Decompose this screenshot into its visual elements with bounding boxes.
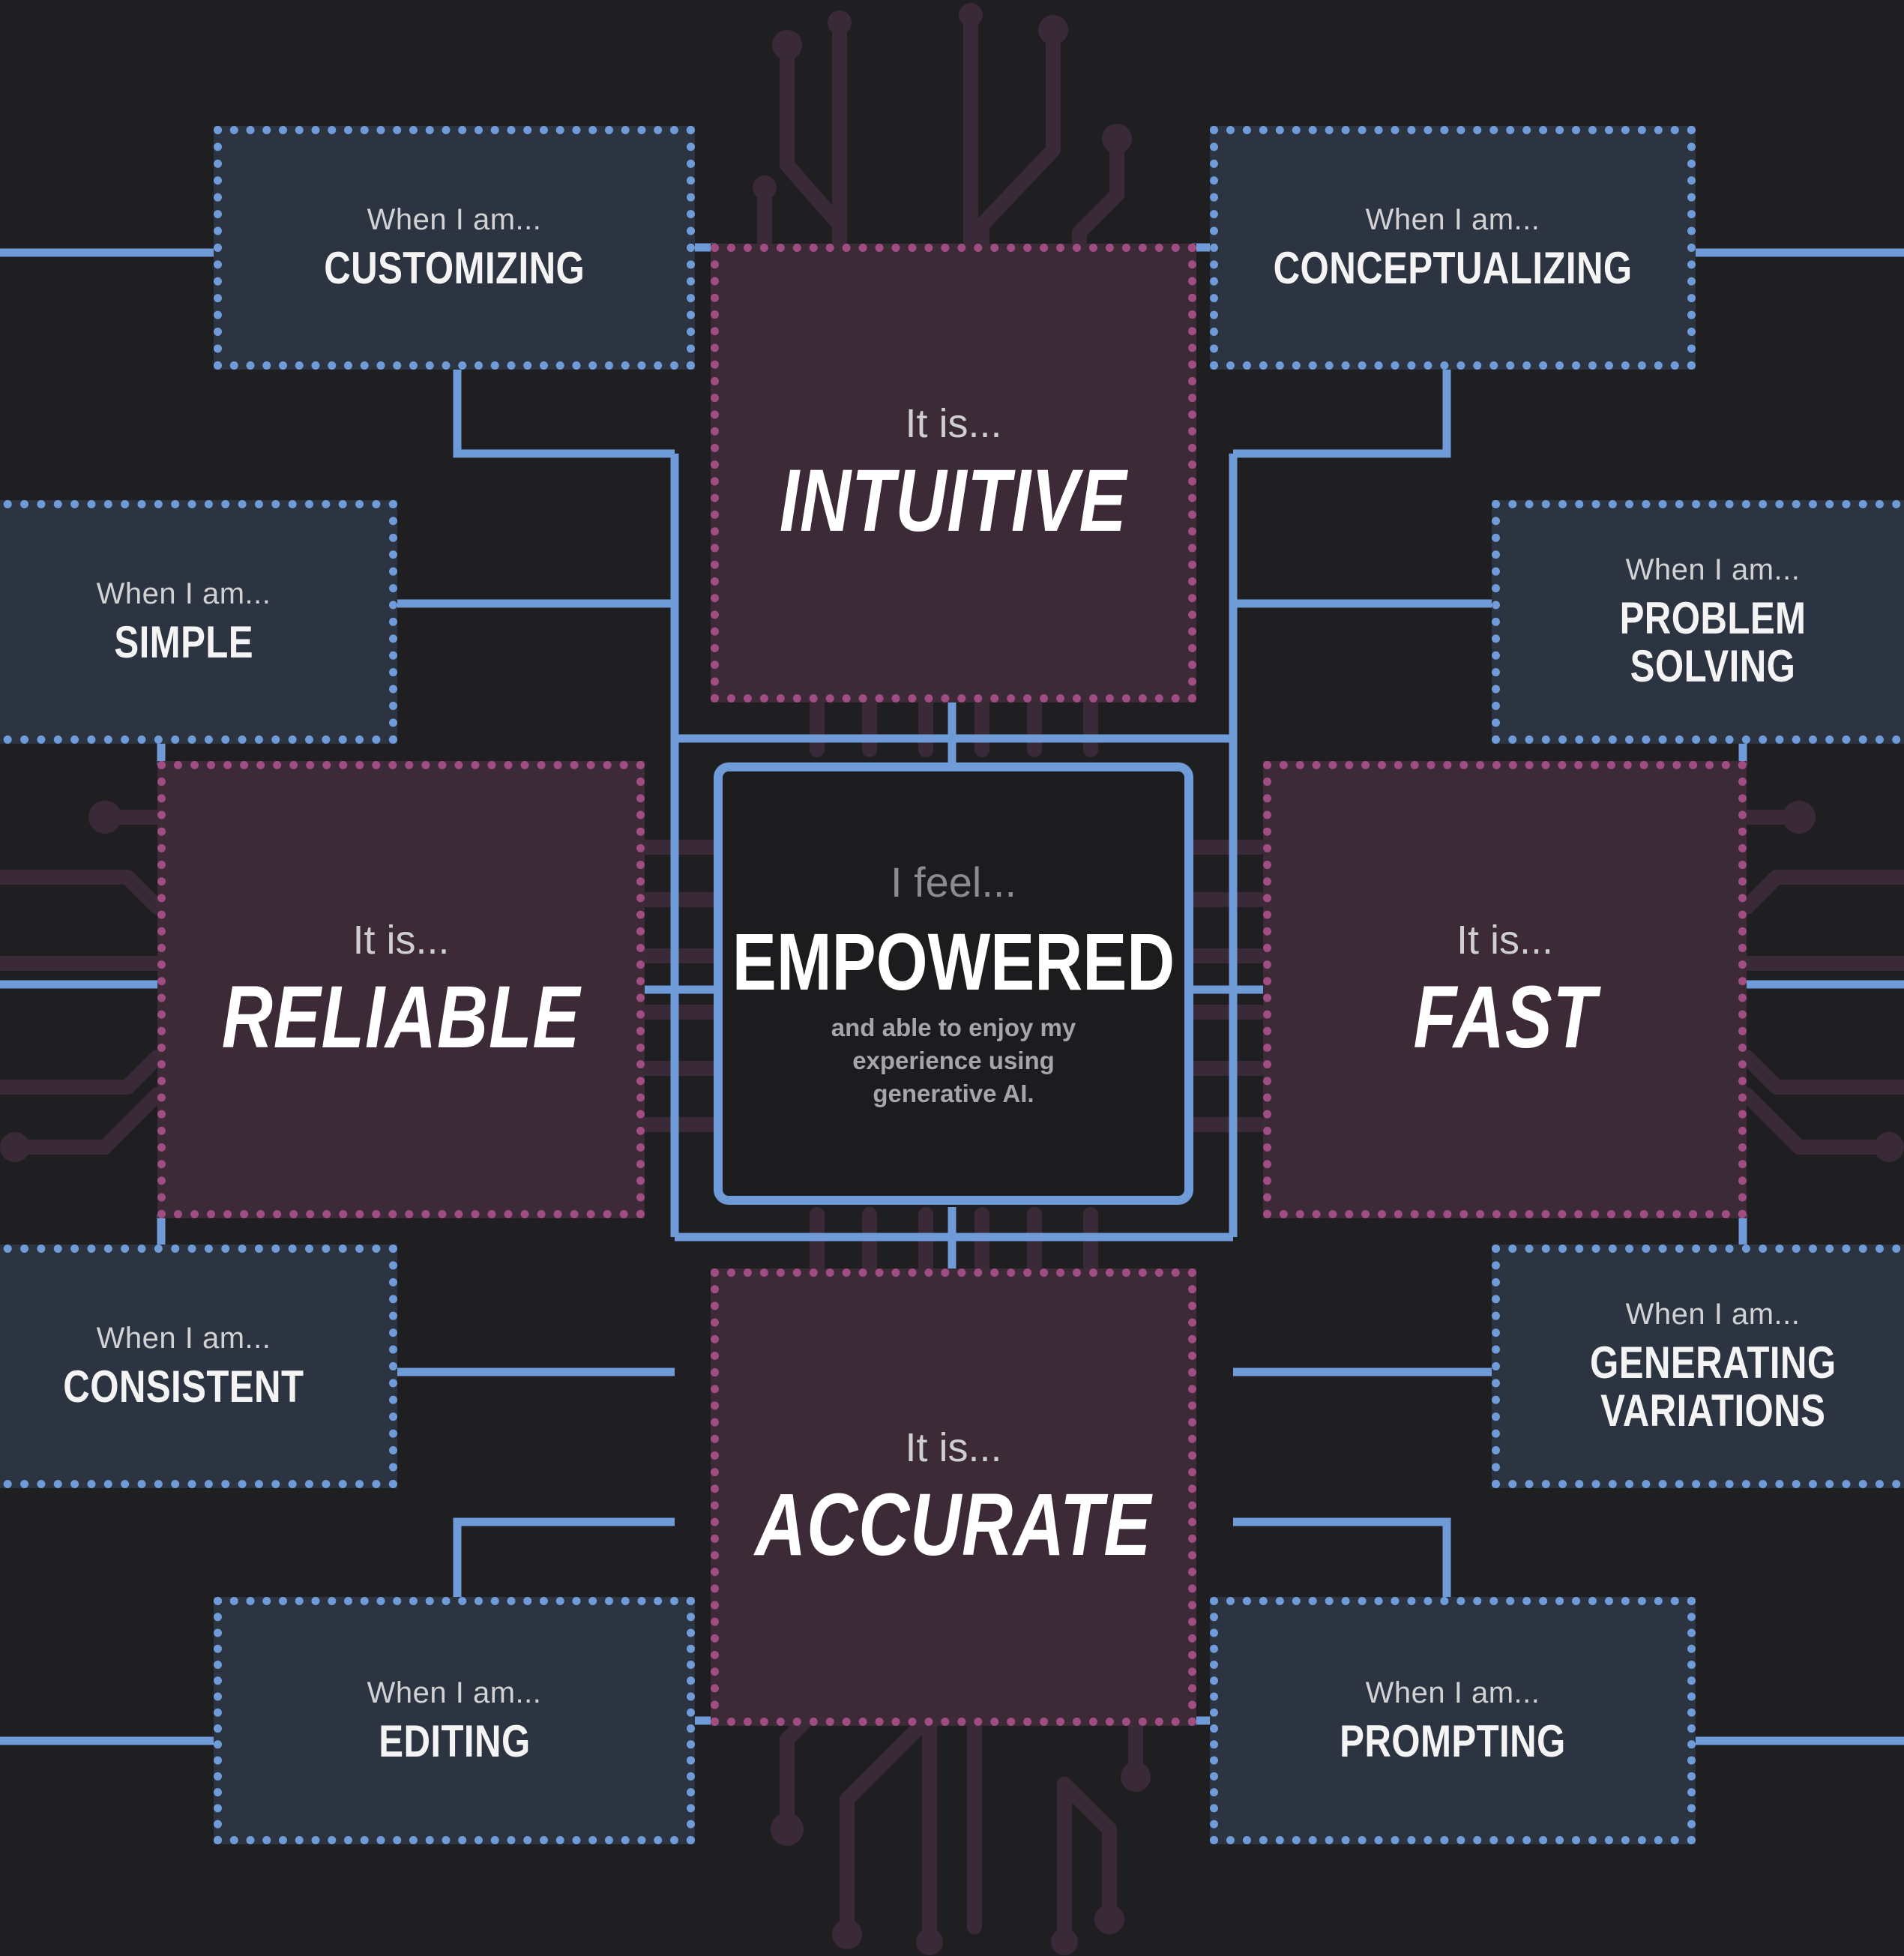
context-title: CONCEPTUALIZING bbox=[1273, 243, 1633, 293]
center-chip-empowered: I feel... EMPOWERED and able to enjoy my… bbox=[714, 762, 1193, 1205]
center-subtitle: and able to enjoy my experience using ge… bbox=[831, 1013, 1076, 1107]
context-lead: When I am... bbox=[1625, 1298, 1801, 1331]
quality-box-accurate: It is... ACCURATE bbox=[711, 1269, 1196, 1726]
quality-lead: It is... bbox=[1456, 918, 1553, 963]
context-box-generating-variations: When I am... GENERATING VARIATIONS bbox=[1492, 1245, 1904, 1488]
quality-title: INTUITIVE bbox=[780, 451, 1127, 550]
quality-box-intuitive: It is... INTUITIVE bbox=[711, 244, 1196, 702]
quality-title: RELIABLE bbox=[221, 968, 581, 1067]
context-box-prompting: When I am... PROMPTING bbox=[1210, 1597, 1696, 1844]
context-lead: When I am... bbox=[367, 203, 542, 236]
center-lead: I feel... bbox=[890, 858, 1017, 906]
context-title: CUSTOMIZING bbox=[323, 243, 585, 293]
context-box-conceptualizing: When I am... CONCEPTUALIZING bbox=[1210, 126, 1696, 370]
quality-lead: It is... bbox=[905, 1425, 1002, 1470]
quality-lead: It is... bbox=[905, 401, 1002, 446]
trace-pads bbox=[0, 3, 1904, 1955]
context-lead: When I am... bbox=[1625, 553, 1801, 586]
context-box-simple: When I am... SIMPLE bbox=[0, 500, 397, 744]
context-title: GENERATING VARIATIONS bbox=[1589, 1337, 1837, 1436]
context-box-editing: When I am... EDITING bbox=[214, 1597, 695, 1844]
context-box-consistent: When I am... CONSISTENT bbox=[0, 1245, 397, 1488]
context-lead: When I am... bbox=[1365, 203, 1540, 236]
context-title: PROBLEM SOLVING bbox=[1619, 593, 1807, 691]
context-lead: When I am... bbox=[1365, 1676, 1540, 1709]
context-title: SIMPLE bbox=[114, 617, 253, 667]
context-lead: When I am... bbox=[96, 1322, 271, 1355]
context-title: PROMPTING bbox=[1340, 1715, 1566, 1766]
context-box-customizing: When I am... CUSTOMIZING bbox=[214, 126, 695, 370]
context-box-problem-solving: When I am... PROBLEM SOLVING bbox=[1492, 500, 1904, 744]
quality-box-reliable: It is... RELIABLE bbox=[157, 761, 645, 1218]
connector-lines bbox=[0, 243, 1904, 1745]
center-title: EMPOWERED bbox=[732, 915, 1175, 1007]
context-lead: When I am... bbox=[96, 577, 271, 610]
quality-title: FAST bbox=[1413, 968, 1597, 1067]
context-title: EDITING bbox=[378, 1715, 531, 1766]
context-title: CONSISTENT bbox=[63, 1361, 304, 1412]
quality-title: ACCURATE bbox=[755, 1475, 1152, 1574]
context-lead: When I am... bbox=[367, 1676, 542, 1709]
quality-lead: It is... bbox=[352, 918, 450, 963]
quality-box-fast: It is... FAST bbox=[1263, 761, 1747, 1218]
